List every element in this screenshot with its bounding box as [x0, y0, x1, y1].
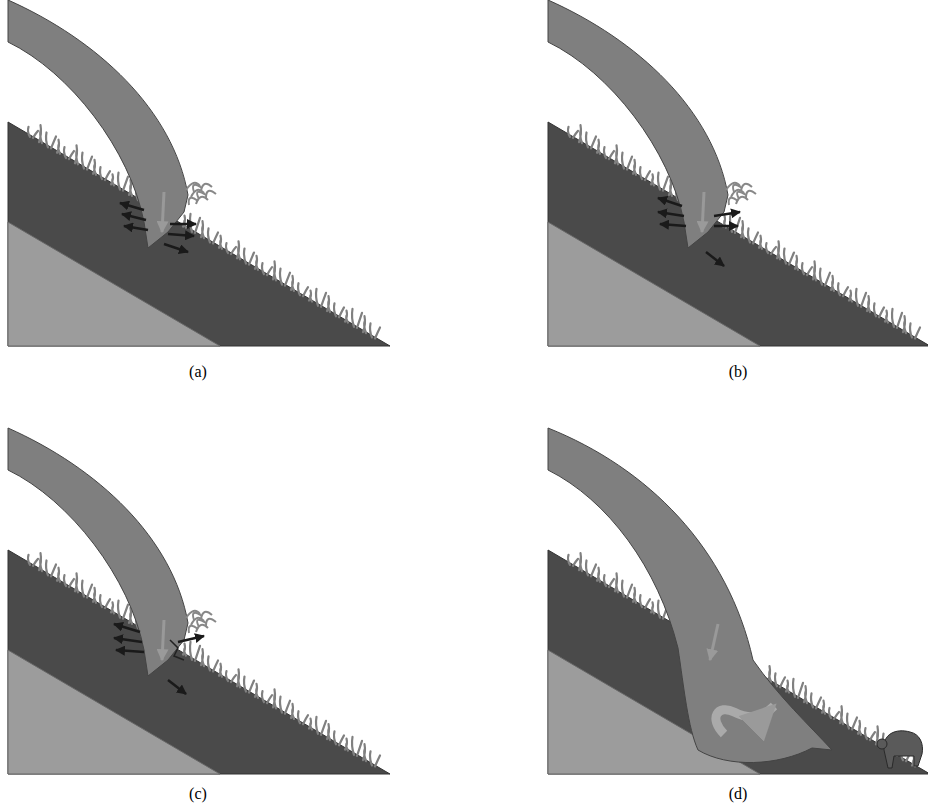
panel-c [8, 428, 390, 774]
panel-label: (b) [729, 363, 748, 381]
panel-label: (c) [189, 785, 207, 803]
panel-a [8, 0, 390, 346]
small-animal [877, 731, 923, 768]
panel-d [548, 428, 928, 774]
panel-label: (d) [729, 785, 748, 803]
panel-b [548, 0, 928, 346]
panel-label: (a) [189, 363, 207, 381]
